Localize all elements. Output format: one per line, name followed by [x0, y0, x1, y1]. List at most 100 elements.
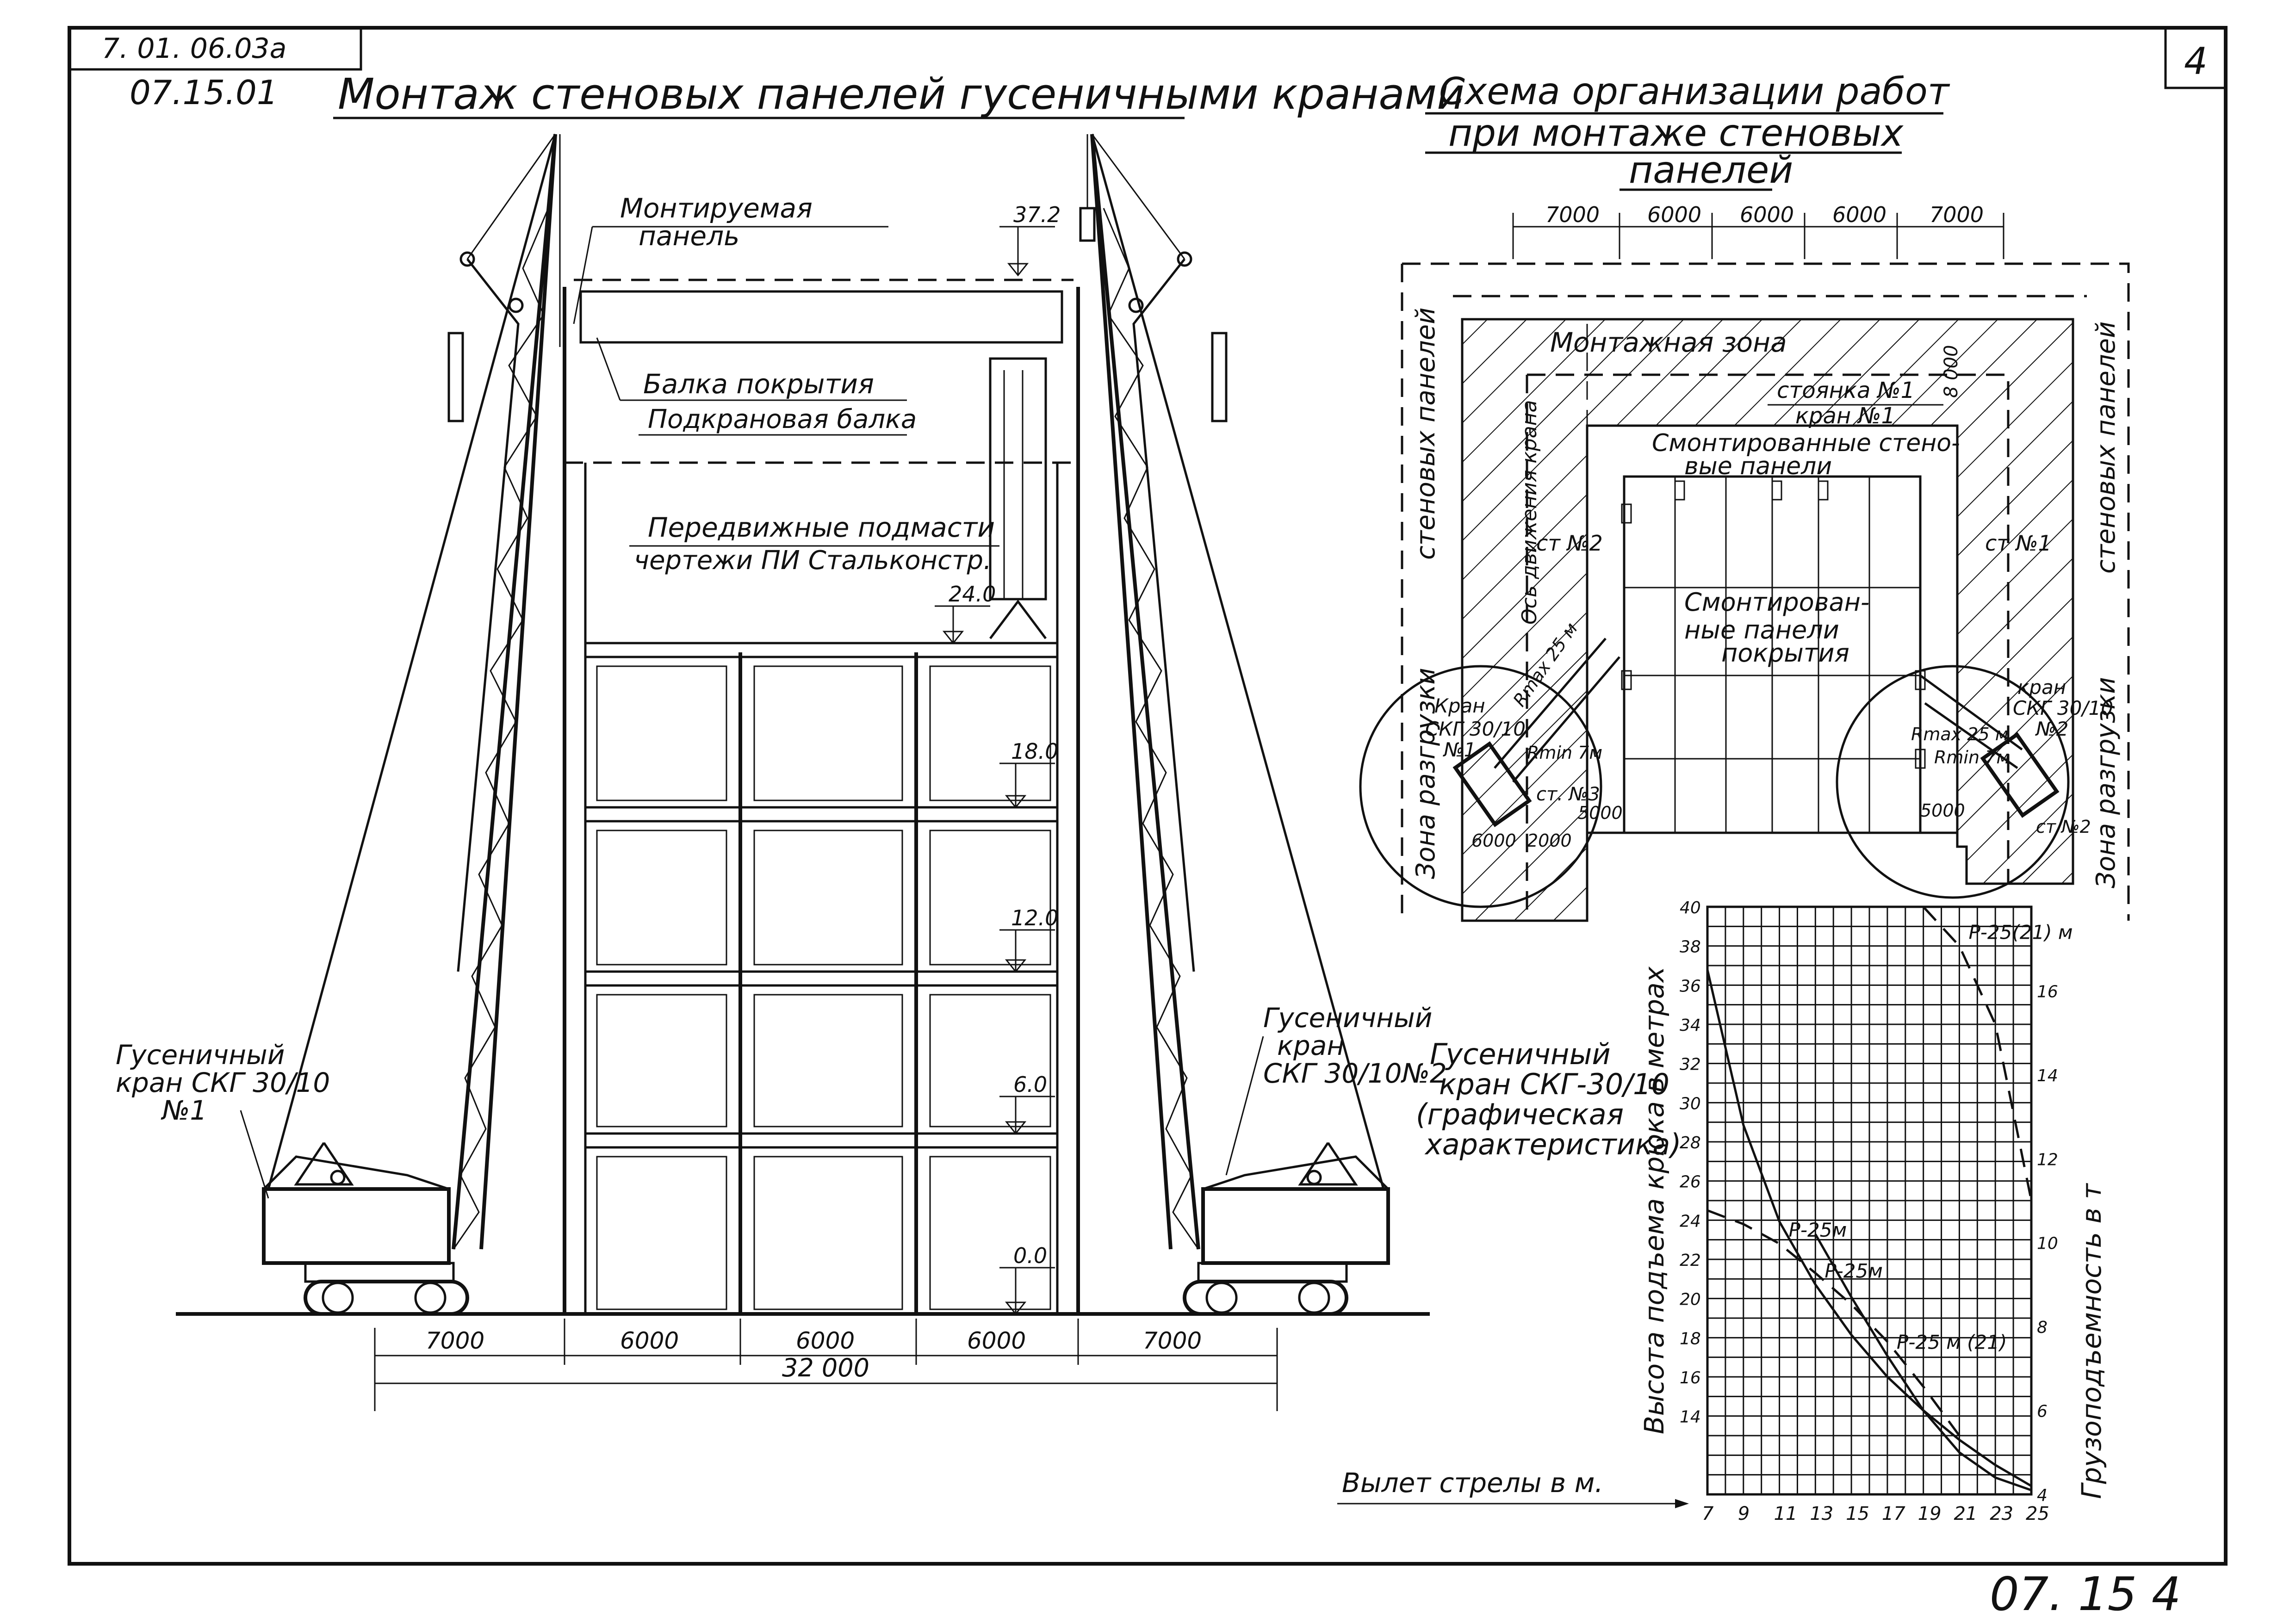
svg-text:(графическая: (графическая — [1416, 1097, 1624, 1131]
svg-text:панель: панель — [639, 220, 739, 252]
chart-x-tick: 25 — [2026, 1503, 2049, 1524]
svg-text:стоянка №1: стоянка №1 — [1777, 378, 1915, 403]
svg-text:2000: 2000 — [1527, 830, 1572, 851]
chart-series-line — [1922, 906, 2033, 1201]
svg-text:СКГ 30/10: СКГ 30/10 — [1425, 718, 1526, 740]
label-crane-2: Гусеничный кран СКГ 30/10№2 — [1225, 1002, 1447, 1176]
chart-y-left-tick: 34 — [1680, 1016, 1701, 1035]
chart-x-tick: 9 — [1738, 1503, 1750, 1524]
svg-text:Смонтирован-: Смонтирован- — [1684, 588, 1869, 617]
plan-crane-2 — [1980, 732, 2060, 818]
svg-text:кран №1: кран №1 — [1795, 403, 1895, 429]
section-dimensions: 7000 6000 6000 6000 7000 32 000 — [374, 1319, 1278, 1411]
svg-text:№2: №2 — [2035, 718, 2068, 740]
building-frame — [563, 279, 1080, 1314]
svg-text:6000: 6000 — [620, 1327, 679, 1354]
crawler-crane-2 — [1079, 134, 1390, 1316]
svg-text:Передвижные подмасти: Передвижные подмасти — [648, 512, 995, 543]
chart-y-right-tick: 12 — [2037, 1150, 2058, 1169]
svg-text:7000: 7000 — [1930, 202, 1984, 227]
chart-y-left-tick: 20 — [1680, 1290, 1701, 1309]
svg-text:7000: 7000 — [426, 1327, 484, 1354]
svg-text:7000: 7000 — [1143, 1327, 1202, 1354]
svg-text:№1: №1 — [1443, 738, 1476, 761]
chart-x-tick: 21 — [1954, 1503, 1977, 1524]
chart-y-right-tick: 6 — [2037, 1402, 2048, 1421]
svg-text:Зона разгрузки: Зона разгрузки — [2091, 677, 2121, 888]
chart-y-right-tick: 4 — [2037, 1486, 2048, 1505]
chart-y-right-tick: 8 — [2037, 1318, 2048, 1337]
chart-y-right-tick: 14 — [2037, 1066, 2058, 1085]
svg-text:кран: кран — [2017, 676, 2066, 699]
svg-text:5000: 5000 — [1578, 803, 1623, 823]
plan-title-2: при монтаже стеновых — [1448, 112, 1904, 155]
level-mark-12-0: 12.0 — [999, 905, 1058, 973]
plan-title-3: панелей — [1629, 149, 1793, 192]
chart-series-line — [1814, 1233, 2032, 1492]
svg-text:Гусеничный: Гусеничный — [116, 1039, 285, 1071]
label-roof-beam: Балка покрытия — [596, 337, 907, 401]
chart-ylabel-left: Высота подъема крюка в метрах — [1638, 966, 1670, 1434]
svg-text:Rmax 25 м: Rmax 25 м — [1911, 724, 2008, 744]
svg-text:ные панели: ные панели — [1684, 615, 1839, 644]
svg-text:стеновых панелей: стеновых панелей — [2091, 321, 2121, 574]
chart-y-left-tick: 16 — [1680, 1369, 1701, 1388]
chart-series-line — [1707, 1209, 1961, 1437]
svg-text:6000: 6000 — [1832, 202, 1886, 227]
svg-text:6000: 6000 — [1740, 202, 1794, 227]
svg-text:покрытия: покрытия — [1721, 638, 1849, 668]
svg-text:стеновых панелей: стеновых панелей — [1411, 307, 1441, 560]
svg-text:Зона разгрузки: Зона разгрузки — [1411, 668, 1441, 879]
plan-view: Схема организации работ при монтаже стен… — [1359, 70, 2130, 922]
section-title: Монтаж стеновых панелей гусеничными кран… — [338, 69, 1464, 119]
chart-x-tick: 23 — [1990, 1503, 2013, 1524]
chart-y-left-tick: 36 — [1680, 977, 1701, 996]
label-scaffold: Передвижные подмасти чертежи ПИ Сталькон… — [629, 512, 999, 576]
label-crane-axis: Ось движения крана — [1518, 400, 1541, 625]
svg-text:Гусеничный: Гусеничный — [1430, 1037, 1611, 1071]
svg-text:Гусеничный: Гусеничный — [1263, 1002, 1433, 1034]
svg-text:Подкрановая балка: Подкрановая балка — [648, 404, 917, 434]
chart-x-tick: 17 — [1882, 1503, 1905, 1524]
chart-y-left-tick: 28 — [1680, 1134, 1701, 1152]
mobile-scaffold — [989, 357, 1047, 601]
svg-text:вые панели: вые панели — [1684, 452, 1832, 480]
svg-text:ст №2: ст №2 — [2036, 817, 2091, 837]
svg-text:СКГ 30/10№2: СКГ 30/10№2 — [1263, 1058, 1447, 1089]
chart-y-left-tick: 14 — [1680, 1408, 1701, 1427]
svg-text:8 000: 8 000 — [1941, 345, 1962, 398]
svg-text:12.0: 12.0 — [1011, 905, 1058, 930]
chart-y-right-tick: 16 — [2037, 982, 2058, 1001]
svg-text:кран: кран — [1277, 1030, 1344, 1061]
chart-x-tick: 11 — [1774, 1503, 1798, 1524]
roof-beam — [579, 290, 1063, 344]
svg-text:ст. №3: ст. №3 — [1536, 784, 1600, 805]
svg-text:37.2: 37.2 — [1013, 202, 1061, 227]
svg-text:№1: №1 — [161, 1095, 207, 1126]
chart-y-left-tick: 40 — [1680, 898, 1701, 917]
svg-text:характеристика): характеристика) — [1424, 1127, 1682, 1161]
level-mark-6-0: 6.0 — [999, 1072, 1055, 1135]
chart-series-line — [1706, 969, 2032, 1487]
svg-text:6000: 6000 — [1471, 830, 1516, 851]
svg-text:ст №1: ст №1 — [1985, 531, 2052, 556]
chart-y-left-tick: 32 — [1680, 1055, 1701, 1074]
svg-text:5000: 5000 — [1920, 800, 1965, 821]
svg-text:6000: 6000 — [967, 1327, 1026, 1354]
svg-text:Смонтированные стено-: Смонтированные стено- — [1652, 429, 1960, 457]
label-mounting-zone: Монтажная зона — [1550, 327, 1787, 358]
crawler-crane-1 — [262, 134, 561, 1316]
chart-series-label: Р-25(21) м — [1968, 921, 2073, 944]
svg-text:Rmin 7м: Rmin 7м — [1934, 747, 2010, 768]
chart-series-label: Р-25м — [1824, 1259, 1883, 1282]
chart-y-left-tick: 22 — [1680, 1251, 1701, 1270]
label-mounted-panel: Монтируемая панель — [573, 192, 888, 324]
svg-text:Монтируемая: Монтируемая — [620, 192, 813, 224]
svg-text:Кран: Кран — [1434, 694, 1485, 717]
chart-x-tick: 7 — [1702, 1503, 1714, 1524]
level-mark-24-0: 24.0 — [935, 582, 996, 644]
page-number: 4 — [2184, 40, 2208, 83]
